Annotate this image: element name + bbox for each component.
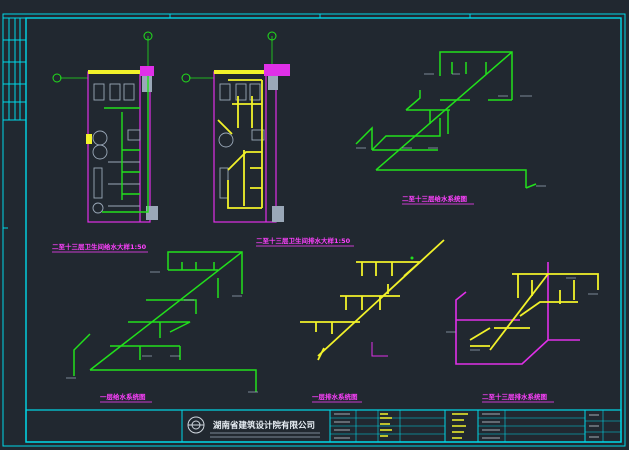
- iso-supply-upper-floors: 二至十三层给水系统图: [355, 51, 546, 205]
- sheet-frame: [2, 13, 626, 447]
- iso-supply-upper-title: 二至十三层给水系统图: [402, 194, 468, 203]
- plan-drainage-title: 二至十三层卫生间排水大样1:50: [256, 236, 351, 245]
- title-block: 湖南省建筑设计院有限公司: [25, 409, 622, 443]
- plan-drainage-detail: 二至十三层卫生间排水大样1:50: [181, 31, 354, 247]
- iso-drainage-upper-title: 二至十三层排水系统图: [482, 392, 548, 401]
- axis-marker: [181, 73, 191, 83]
- iso-drainage-first-title: 一层排水系统图: [312, 392, 358, 401]
- iso-supply-first-title: 一层给水系统图: [100, 392, 146, 401]
- signature-marks: [380, 413, 468, 439]
- iso-drainage-first-floor: 一层排水系统图: [300, 239, 445, 403]
- plan-supply-title: 二至十三层卫生间给水大样1:50: [52, 242, 147, 251]
- company-name: 湖南省建筑设计院有限公司: [213, 420, 315, 431]
- company-logo: [187, 416, 205, 434]
- axis-marker: [52, 73, 62, 83]
- axis-marker: [267, 31, 277, 41]
- axis-marker: [143, 31, 153, 41]
- iso-drainage-upper-floors: 二至十三层排水系统图: [446, 262, 599, 403]
- plan-supply-detail: 二至十三层卫生间给水大样1:50: [52, 31, 158, 253]
- iso-supply-first-floor: 一层给水系统图: [66, 251, 258, 403]
